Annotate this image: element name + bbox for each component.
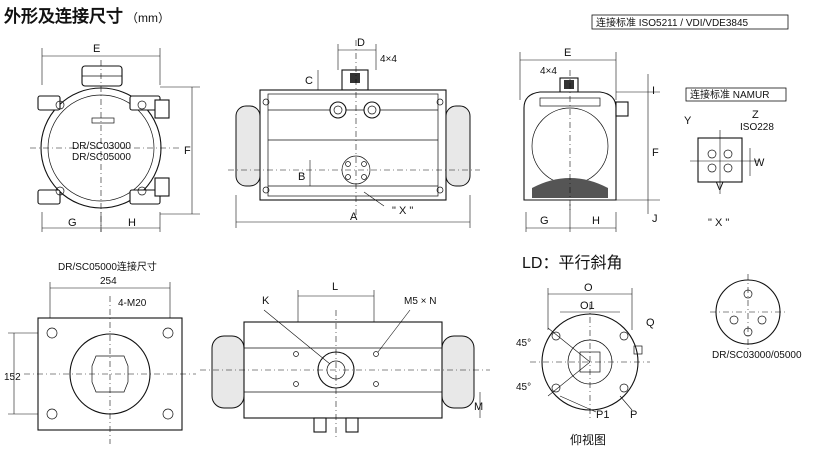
dim-l-label: L [332, 281, 338, 293]
square-drive-label: 4×4 [380, 54, 397, 65]
square-drive-right-label: 4×4 [540, 66, 557, 77]
bottom-flange-view: O O1 45° 45° Q P1 P 仰视图 [516, 282, 655, 447]
page-title: 外形及连接尺寸 [4, 6, 123, 26]
bottom-view-label: 仰视图 [570, 432, 606, 447]
dim-q-label: Q [646, 317, 655, 329]
dim-g-right-label: G [540, 215, 549, 227]
dim-254-label: 254 [100, 276, 117, 287]
end-view-body: E 4×4 I F J G H [519, 47, 660, 232]
bolt-pattern-model-label: DR/SC03000/05000 [712, 350, 802, 361]
dim-d-label: D [357, 37, 365, 49]
dim-z-label: Z [752, 109, 759, 121]
bolt-spec-label: 4-M20 [118, 298, 147, 309]
namur-view-x-label: " X " [708, 217, 729, 229]
dim-f-label: F [184, 145, 191, 157]
unit-label: （mm） [126, 11, 170, 25]
dim-e-right-label: E [564, 47, 571, 59]
dim-y-label: Y [684, 115, 692, 127]
dim-i-label: I [652, 85, 655, 97]
dim-h-label: H [128, 217, 136, 229]
dim-m-label: M [474, 401, 483, 413]
dim-w-label: W [754, 157, 765, 169]
model-label-3000: DR/SC03000 [72, 141, 131, 152]
dim-c-label: C [305, 75, 313, 87]
dim-n-label: M5 × N [404, 296, 437, 307]
model-label-5000: DR/SC05000 [72, 152, 131, 163]
connection-title: DR/SC05000连接尺寸 [58, 260, 157, 273]
dim-o1-label: O1 [580, 300, 595, 312]
dim-k-label: K [262, 295, 270, 307]
dim-b-label: B [298, 171, 305, 183]
dim-p1-label: P1 [596, 409, 609, 421]
dim-j-label: J [652, 213, 658, 225]
dim-h-right-label: H [592, 215, 600, 227]
view-x-label: " X " [392, 205, 413, 217]
connection-plate-view: DR/SC05000连接尺寸 254 4-M20 152 [4, 260, 196, 444]
ld-label: LD：平行斜角 [522, 254, 622, 272]
angle-lower-label: 45° [516, 382, 531, 393]
dim-152-label: 152 [4, 372, 21, 383]
namur-standard-label: 连接标准 NAMUR [690, 88, 769, 101]
dim-f-right-label: F [652, 147, 659, 159]
bolt-pattern-view: DR/SC03000/05000 [710, 274, 802, 361]
dim-o-label: O [584, 282, 593, 294]
bottom-side-view: L K M5 × N M [200, 281, 490, 440]
namur-detail: 连接标准 NAMUR Y Z ISO228 W V " X " [684, 87, 787, 229]
dim-p-label: P [630, 409, 637, 421]
dim-a-label: A [350, 211, 358, 223]
dim-e-label: E [93, 43, 100, 55]
iso-standard-label: 连接标准 ISO5211 / VDI/VDE3845 [591, 14, 789, 30]
side-view-long-body: D 4×4 C B [228, 37, 480, 228]
dim-v-label: V [716, 181, 724, 193]
svg-text:连接标准 ISO5211 / VDI/VDE3845: 连接标准 ISO5211 / VDI/VDE3845 [596, 16, 749, 29]
angle-upper-label: 45° [516, 338, 531, 349]
dim-g-label: G [68, 217, 77, 229]
front-view-round-body: E F G H DR/SC03000 [30, 43, 200, 232]
iso228-label: ISO228 [740, 122, 774, 133]
